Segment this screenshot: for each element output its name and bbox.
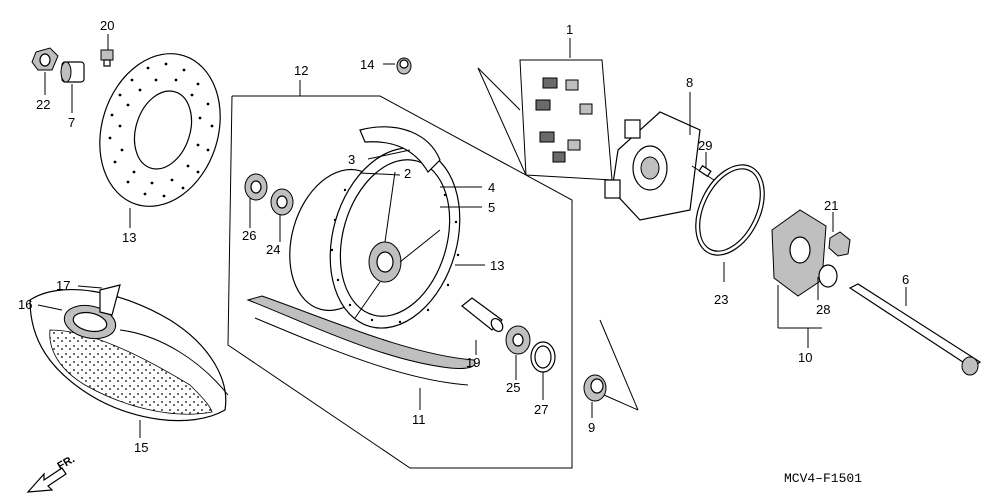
callout-9: 9 — [588, 420, 595, 435]
bearing-right-part[interactable] — [270, 188, 294, 216]
wheel-part[interactable] — [274, 126, 480, 344]
o-ring-part[interactable] — [818, 264, 838, 288]
callout-3: 3 — [348, 152, 355, 167]
valve-part[interactable] — [396, 57, 412, 75]
axle-nut-left-part[interactable] — [31, 47, 59, 71]
oil-seal-part[interactable] — [530, 341, 556, 373]
callout-13-disc: 13 — [122, 230, 136, 245]
tube-part[interactable] — [61, 301, 119, 343]
stud-bolt-part[interactable] — [691, 164, 715, 181]
rim-band-part[interactable] — [99, 284, 121, 316]
callout-22: 22 — [36, 97, 50, 112]
bearing-center-part[interactable] — [505, 325, 531, 355]
callout-5: 5 — [488, 200, 495, 215]
callout-1: 1 — [566, 22, 573, 37]
callout-11: 11 — [412, 412, 426, 427]
brake-disc-part[interactable] — [81, 38, 240, 222]
distance-collar-part[interactable] — [461, 297, 505, 334]
callout-6: 6 — [902, 272, 909, 287]
callout-8: 8 — [686, 75, 693, 90]
damper-rubber-part[interactable] — [519, 59, 613, 181]
driven-flange-part[interactable] — [604, 111, 701, 221]
front-direction-indicator: FR. — [26, 453, 77, 493]
axle-part[interactable] — [848, 283, 982, 376]
callout-15: 15 — [134, 440, 148, 455]
side-collar-part[interactable] — [771, 209, 827, 297]
callout-29: 29 — [698, 138, 712, 153]
collar-part[interactable] — [60, 61, 85, 83]
snap-ring-part[interactable] — [682, 154, 778, 267]
callout-19: 19 — [466, 355, 480, 370]
wheel-assembly-outline — [227, 95, 573, 469]
wheel-side-collar-part[interactable] — [583, 374, 607, 402]
axle-nut-right-part[interactable] — [828, 231, 851, 257]
callout-24: 24 — [266, 242, 280, 257]
callout-25: 25 — [506, 380, 520, 395]
bearing-left-part[interactable] — [244, 173, 268, 201]
callout-26: 26 — [242, 228, 256, 243]
callout-17: 17 — [56, 278, 70, 293]
rim-strip-part[interactable] — [246, 295, 476, 386]
callout-20: 20 — [100, 18, 114, 33]
callout-4: 4 — [488, 180, 495, 195]
callout-27: 27 — [534, 402, 548, 417]
callout-labels: 1 2 3 4 5 6 7 8 9 10 11 12 13 13 14 15 1… — [18, 18, 909, 455]
callout-14: 14 — [360, 57, 374, 72]
drawing-code: MCV4–F1501 — [784, 471, 862, 486]
callout-23: 23 — [714, 292, 728, 307]
callout-7: 7 — [68, 115, 75, 130]
callout-13-wheel: 13 — [490, 258, 504, 273]
callout-28: 28 — [816, 302, 830, 317]
callout-12: 12 — [294, 63, 308, 78]
front-direction-label: FR. — [56, 453, 77, 472]
callout-21: 21 — [824, 198, 838, 213]
leader-lines — [37, 34, 907, 438]
callout-2: 2 — [404, 166, 411, 181]
callout-16: 16 — [18, 297, 32, 312]
callout-10: 10 — [798, 350, 812, 365]
disc-bolt-part[interactable] — [100, 42, 114, 67]
